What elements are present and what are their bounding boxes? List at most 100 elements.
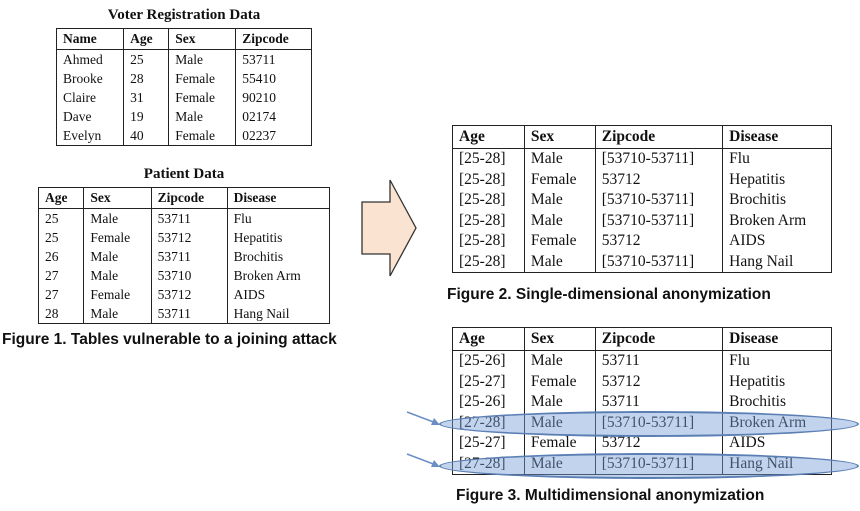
table-cell: 53712 bbox=[150, 228, 228, 247]
table-cell: Female bbox=[168, 126, 237, 146]
table-cell: Female bbox=[83, 285, 152, 304]
voter-table-title: Voter Registration Data bbox=[107, 7, 261, 23]
table-cell: 26 bbox=[37, 247, 85, 266]
table-cell: Male bbox=[523, 210, 596, 231]
table-cell: [53710-53711] bbox=[594, 190, 724, 211]
table-cell: Female bbox=[523, 371, 596, 392]
table-cell: Male bbox=[83, 208, 152, 228]
table-row: [25-28]Male[53710-53711]Broken Arm bbox=[452, 210, 832, 231]
table-cell: Brochitis bbox=[226, 247, 331, 266]
table-cell: Female bbox=[168, 69, 237, 88]
table-cell: [25-28] bbox=[452, 190, 525, 211]
table-cell: 90210 bbox=[235, 88, 312, 107]
column-header: Sex bbox=[168, 28, 237, 50]
table-cell: Ahmed bbox=[55, 49, 125, 69]
table-cell: 53712 bbox=[594, 169, 724, 190]
table-cell: 53711 bbox=[594, 392, 724, 413]
table-cell: Female bbox=[523, 169, 596, 190]
column-header: Age bbox=[123, 28, 170, 50]
column-header: Name bbox=[55, 28, 125, 50]
table-cell: 53712 bbox=[150, 285, 228, 304]
table-cell: Female bbox=[83, 228, 152, 247]
right-arrow-icon bbox=[361, 179, 417, 277]
table-cell: Claire bbox=[55, 88, 125, 107]
table-cell: Broken Arm bbox=[226, 266, 331, 285]
column-header: Disease bbox=[722, 327, 832, 351]
table-cell: Female bbox=[168, 88, 237, 107]
table-cell: Male bbox=[83, 266, 152, 285]
table-cell: 40 bbox=[123, 126, 170, 146]
table-cell: [53710-53711] bbox=[594, 251, 724, 273]
table-cell: [25-28] bbox=[452, 169, 525, 190]
column-header: Zipcode bbox=[235, 28, 312, 50]
table-cell: 27 bbox=[37, 266, 85, 285]
table-cell: 19 bbox=[123, 107, 170, 126]
patient-table-title: Patient Data bbox=[143, 166, 225, 182]
table-cell: Flu bbox=[722, 148, 832, 170]
table-cell: Brochitis bbox=[722, 190, 832, 211]
table-row: [25-28]Male[53710-53711]Flu bbox=[452, 148, 832, 170]
table-cell: Male bbox=[523, 251, 596, 273]
table-cell: AIDS bbox=[722, 433, 832, 454]
table-cell: 31 bbox=[123, 88, 170, 107]
table-cell: [25-26] bbox=[452, 350, 525, 372]
table-row: [25-28]Male[53710-53711]Brochitis bbox=[452, 190, 832, 211]
table-cell: Flu bbox=[226, 208, 331, 228]
table-cell: [53710-53711] bbox=[594, 210, 724, 231]
table-cell: [25-26] bbox=[452, 392, 525, 413]
table-cell: Male bbox=[83, 304, 152, 324]
table-cell: AIDS bbox=[226, 285, 331, 304]
table-cell: 25 bbox=[37, 228, 85, 247]
table-cell: 25 bbox=[123, 49, 170, 69]
table-cell: Female bbox=[523, 231, 596, 252]
figure-3-caption: Figure 3. Multidimensional anonymization bbox=[456, 487, 765, 504]
column-header: Sex bbox=[523, 125, 596, 149]
table-cell: 53712 bbox=[594, 433, 724, 454]
figure-2-caption: Figure 2. Single-dimensional anonymizati… bbox=[447, 286, 771, 303]
column-header: Age bbox=[452, 327, 525, 351]
column-header: Zipcode bbox=[150, 187, 228, 209]
table-cell: 53711 bbox=[594, 350, 724, 372]
table-cell: 55410 bbox=[235, 69, 312, 88]
column-header: Age bbox=[452, 125, 525, 149]
table-cell: Brochitis bbox=[722, 392, 832, 413]
table-cell: Dave bbox=[55, 107, 125, 126]
table-cell: [25-27] bbox=[452, 371, 525, 392]
table-cell: AIDS bbox=[722, 231, 832, 252]
column-header: Sex bbox=[523, 327, 596, 351]
figure-1-caption: Figure 1. Tables vulnerable to a joining… bbox=[2, 331, 337, 348]
column-header: Zipcode bbox=[594, 125, 724, 149]
table-cell: Brooke bbox=[55, 69, 125, 88]
column-header: Disease bbox=[226, 187, 331, 209]
table-cell: 28 bbox=[123, 69, 170, 88]
table-row: [25-28]Male[53710-53711]Hang Nail bbox=[452, 251, 832, 273]
column-header: Zipcode bbox=[594, 327, 724, 351]
table-cell: Male bbox=[83, 247, 152, 266]
table-cell: Male bbox=[523, 190, 596, 211]
table-cell: Male bbox=[168, 49, 237, 69]
table-cell: Evelyn bbox=[55, 126, 125, 146]
table-cell: Hang Nail bbox=[722, 251, 832, 273]
table-cell: Hepatitis bbox=[226, 228, 331, 247]
table-cell: Broken Arm bbox=[722, 210, 832, 231]
column-header: Disease bbox=[722, 125, 832, 149]
table-cell: [25-28] bbox=[452, 148, 525, 170]
table-cell: 28 bbox=[37, 304, 85, 324]
pointer-arrow-icon bbox=[406, 453, 440, 467]
